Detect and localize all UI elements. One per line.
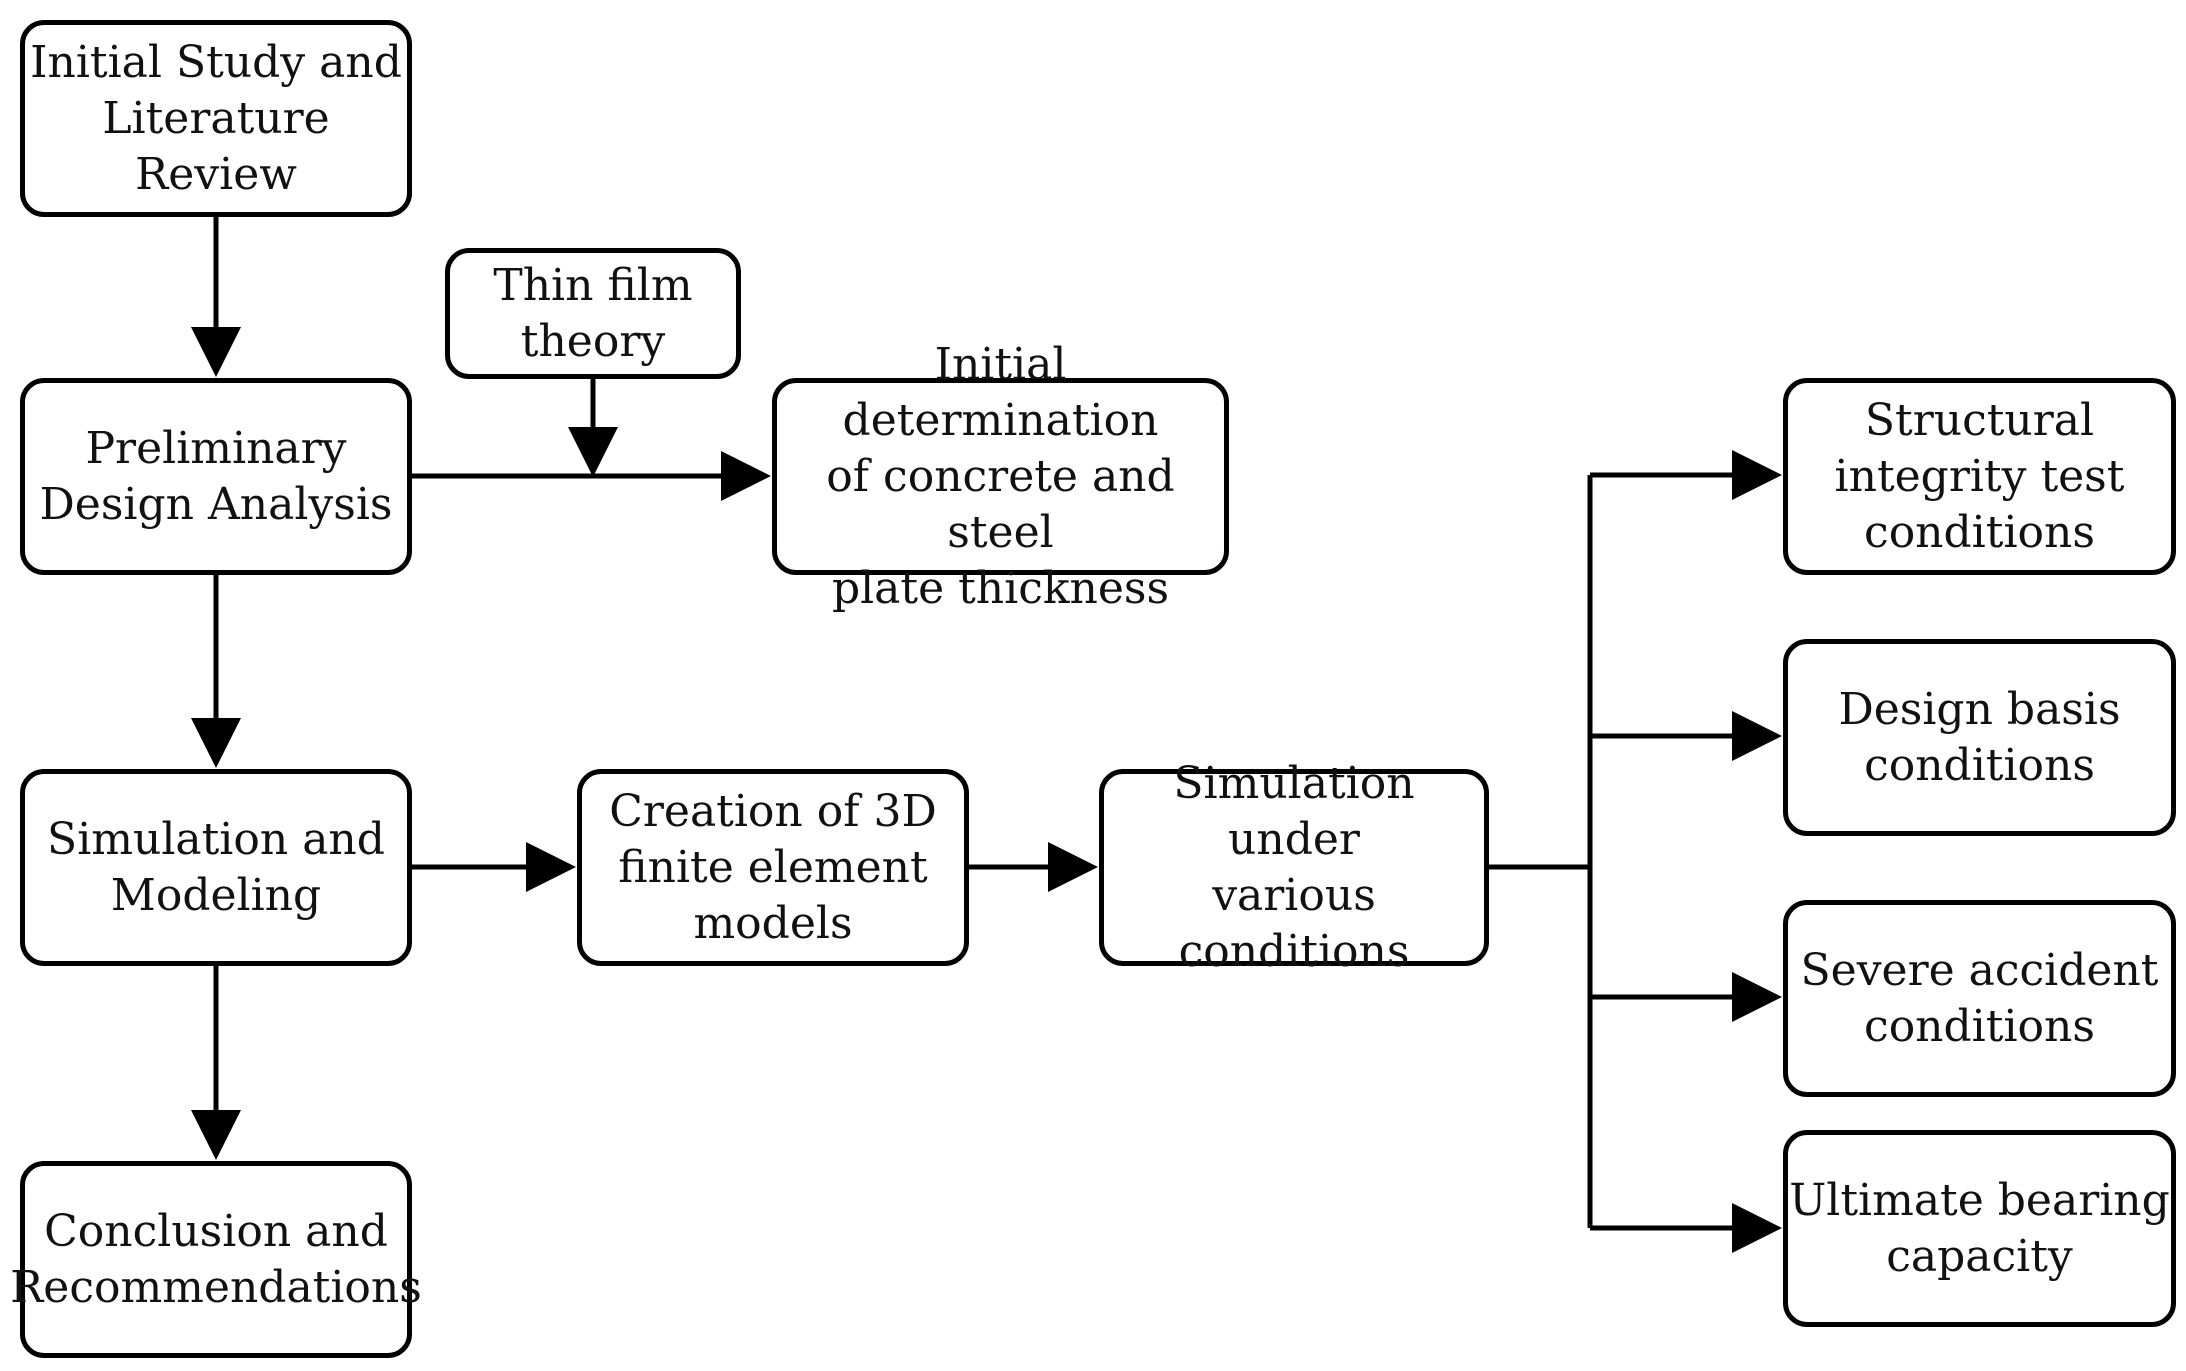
node-simulation-conditions: Simulation under various conditions [1099,758,1489,977]
node-structural-integrity: Structural integrity test conditions [1783,378,2176,575]
node-thin-film-theory: Thin film theory [445,248,741,379]
node-simulation-modeling-label: Simulation and Modeling [47,813,385,921]
node-conclusion: Conclusion and Recommendations [10,1161,422,1358]
node-creation-3d-models-label: Creation of 3D finite element models [609,785,937,949]
node-creation-3d-models: Creation of 3D finite element models [577,769,969,966]
node-initial-study-label: Initial Study and Literature Review [30,36,402,200]
node-severe-accident: Severe accident conditions [1783,900,2176,1097]
node-simulation-conditions-label: Simulation under various conditions [1173,757,1415,977]
node-initial-determination: Initial determination of concrete and st… [772,339,1229,614]
node-ultimate-bearing-label: Ultimate bearing capacity [1789,1174,2170,1282]
node-severe-accident-label: Severe accident conditions [1800,944,2159,1052]
node-conclusion-label: Conclusion and Recommendations [10,1205,422,1313]
node-structural-integrity-label: Structural integrity test conditions [1834,394,2125,558]
node-initial-determination-label: Initial determination of concrete and st… [826,338,1175,614]
node-ultimate-bearing: Ultimate bearing capacity [1783,1130,2176,1327]
node-initial-study: Initial Study and Literature Review [20,20,412,217]
node-simulation-modeling: Simulation and Modeling [20,769,412,966]
node-preliminary-design-label: Preliminary Design Analysis [39,422,393,530]
node-preliminary-design: Preliminary Design Analysis [20,378,412,575]
node-design-basis-label: Design basis conditions [1838,683,2121,791]
node-thin-film-theory-label: Thin film theory [493,259,693,367]
node-design-basis: Design basis conditions [1783,639,2176,836]
